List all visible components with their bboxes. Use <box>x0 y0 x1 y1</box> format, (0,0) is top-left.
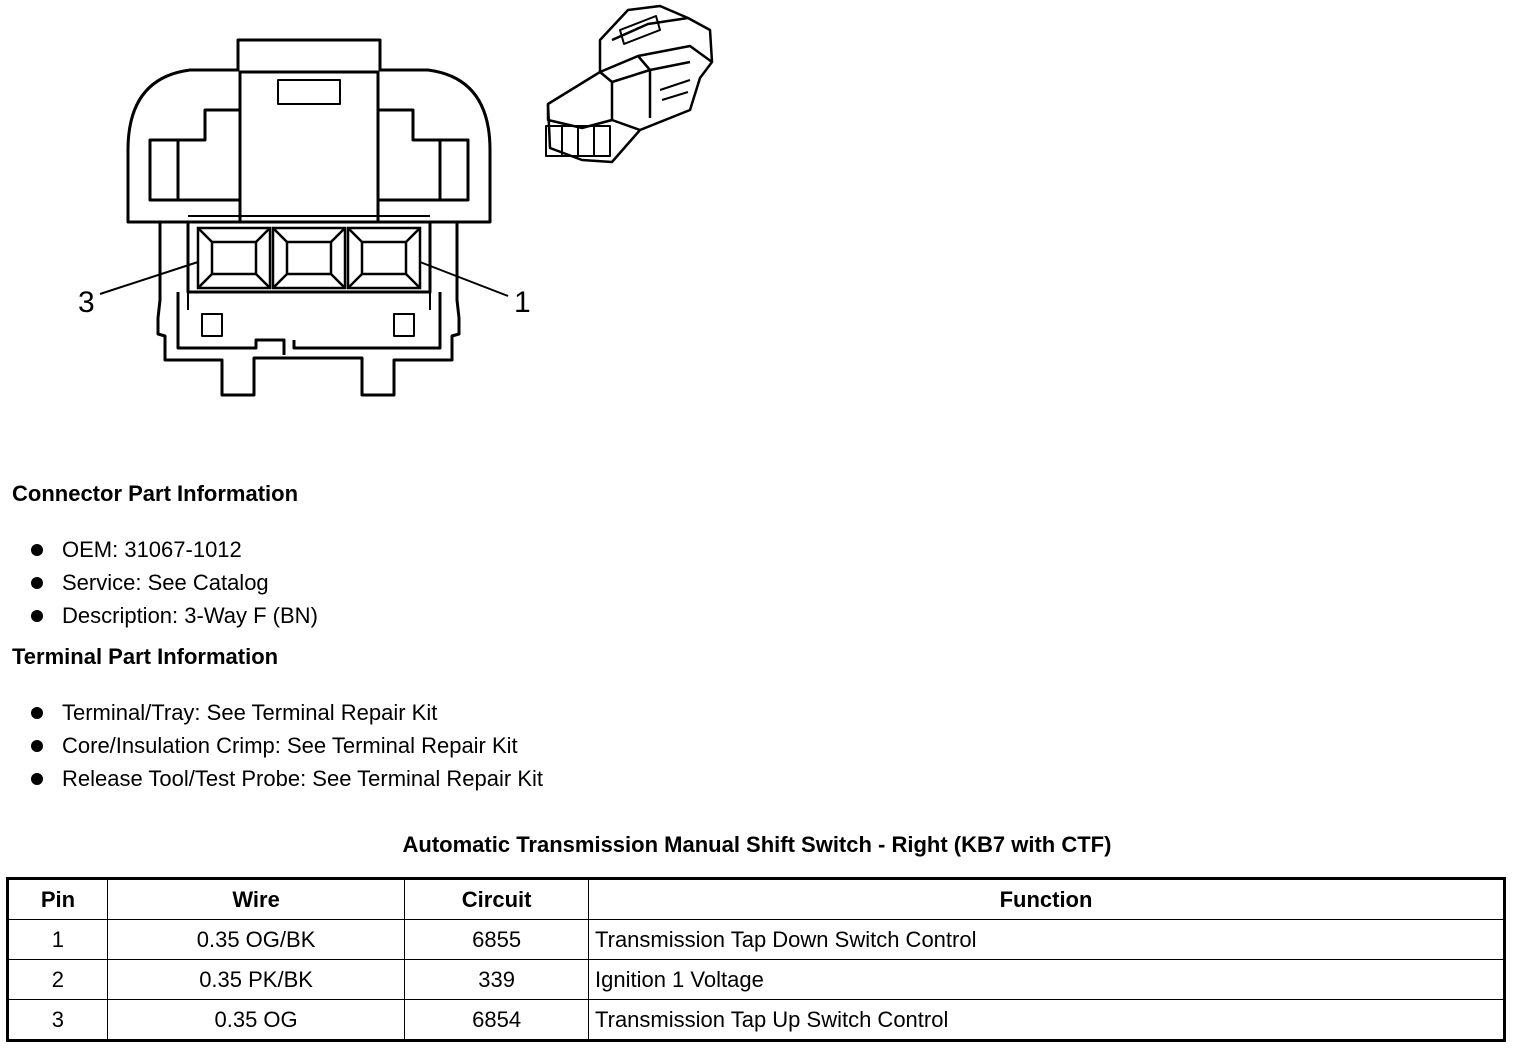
bullet-icon <box>31 740 43 752</box>
list-item: Terminal/Tray: See Terminal Repair Kit <box>28 696 543 729</box>
list-item: Service: See Catalog <box>28 566 318 599</box>
list-item: Release Tool/Test Probe: See Terminal Re… <box>28 762 543 795</box>
pin-label-3: 3 <box>78 286 95 319</box>
connector-diagram: 3 1 <box>78 4 714 397</box>
table-row: 1 0.35 OG/BK 6855 Transmission Tap Down … <box>7 919 1505 960</box>
bullet-icon <box>31 577 43 589</box>
table-row: 3 0.35 OG 6854 Transmission Tap Up Switc… <box>7 999 1505 1041</box>
cavity-1 <box>346 226 422 290</box>
cell-pin: 3 <box>7 999 108 1041</box>
cell-circuit: 6854 <box>404 999 589 1041</box>
cavity-3 <box>196 226 272 290</box>
bullet-icon <box>31 707 43 719</box>
cell-function: Transmission Tap Down Switch Control <box>588 919 1505 960</box>
list-item: OEM: 31067-1012 <box>28 533 318 566</box>
pin-label-1: 1 <box>514 286 531 319</box>
cell-wire: 0.35 PK/BK <box>106 959 406 1000</box>
connector-info-title: Connector Part Information <box>12 481 299 506</box>
cell-function: Transmission Tap Up Switch Control <box>588 999 1505 1041</box>
table-header-row: Pin Wire Circuit Function <box>7 878 1505 920</box>
pinout-table: Pin Wire Circuit Function 1 0.35 OG/BK 6… <box>6 877 1506 1042</box>
cell-pin: 2 <box>7 959 108 1000</box>
bullet-icon <box>31 544 43 556</box>
cell-wire: 0.35 OG <box>106 999 406 1041</box>
connector-isometric-view <box>545 4 714 164</box>
list-item: Description: 3-Way F (BN) <box>28 599 318 632</box>
bullet-icon <box>31 610 43 622</box>
connector-info-list: OEM: 31067-1012 Service: See Catalog Des… <box>28 533 318 632</box>
cell-circuit: 6855 <box>404 919 589 960</box>
list-item: Core/Insulation Crimp: See Terminal Repa… <box>28 729 543 762</box>
cell-function: Ignition 1 Voltage <box>588 959 1505 1000</box>
table-row: 2 0.35 PK/BK 339 Ignition 1 Voltage <box>7 959 1505 1000</box>
header-pin: Pin <box>7 878 108 920</box>
bullet-icon <box>31 773 43 785</box>
cell-pin: 1 <box>7 919 108 960</box>
terminal-info-list: Terminal/Tray: See Terminal Repair Kit C… <box>28 696 543 795</box>
header-function: Function <box>588 878 1505 920</box>
header-wire: Wire <box>106 878 406 920</box>
table-title: Automatic Transmission Manual Shift Swit… <box>402 832 1112 857</box>
cavity-2 <box>271 226 347 290</box>
terminal-info-title: Terminal Part Information <box>12 644 279 669</box>
header-circuit: Circuit <box>404 878 589 920</box>
cell-wire: 0.35 OG/BK <box>106 919 406 960</box>
cell-circuit: 339 <box>404 959 589 1000</box>
